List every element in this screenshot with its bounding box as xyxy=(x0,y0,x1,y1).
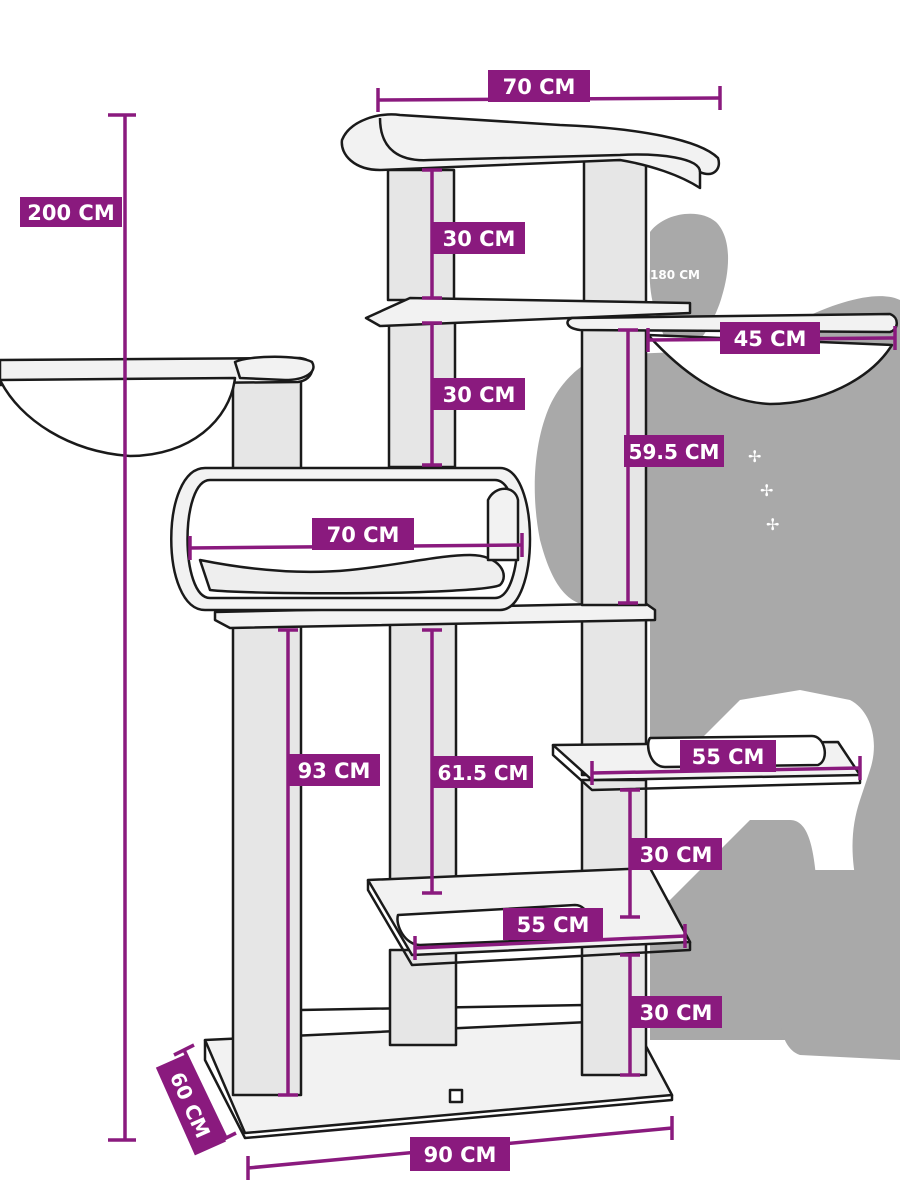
svg-text:61.5 CM: 61.5 CM xyxy=(438,761,529,785)
right-platform-edge xyxy=(551,745,862,792)
dimension-lines xyxy=(108,86,897,1180)
svg-text:45 CM: 45 CM xyxy=(734,327,807,351)
upper-right-post xyxy=(582,158,648,307)
svg-text:30 CM: 30 CM xyxy=(443,227,516,251)
sparkle-mark: ✢ xyxy=(748,449,761,466)
center-post xyxy=(388,613,458,892)
sparkle-mark: ✢ xyxy=(766,517,779,534)
left-basket-bowl xyxy=(0,376,237,458)
svg-text:30 CM: 30 CM xyxy=(640,1001,713,1025)
label-right-basket-width: 45 CM xyxy=(720,322,820,354)
silhouette-leg xyxy=(779,870,900,1060)
label-total-height: 200 CM xyxy=(20,197,122,227)
label-top-perch-width: 70 CM xyxy=(488,70,590,102)
label-right-tall-post: 59.5 CM xyxy=(624,435,724,467)
left-post xyxy=(231,613,303,1097)
label-right-lower-post-bottom: 30 CM xyxy=(630,996,722,1028)
label-base-width: 90 CM xyxy=(410,1137,510,1171)
label-base-depth: 60 CM xyxy=(155,1053,226,1156)
label-right-platform-width: 55 CM xyxy=(680,740,776,772)
label-upper-post-mid: 30 CM xyxy=(433,378,525,410)
top-perch-inner xyxy=(378,117,702,173)
label-lower-platform-width: 55 CM xyxy=(503,908,603,940)
label-left-post: 93 CM xyxy=(288,754,380,786)
upper-platform xyxy=(364,296,692,328)
cave-opening xyxy=(486,487,520,562)
dim-line-lower-platform xyxy=(414,934,686,950)
svg-text:30 CM: 30 CM xyxy=(443,383,516,407)
svg-text:55 CM: 55 CM xyxy=(692,745,765,769)
svg-text:70 CM: 70 CM xyxy=(503,75,576,99)
svg-text:70 CM: 70 CM xyxy=(327,523,400,547)
sparkle-mark: ✢ xyxy=(760,483,773,500)
label-cave-width: 70 CM xyxy=(312,518,414,550)
center-post-lower xyxy=(388,948,458,1047)
svg-text:59.5 CM: 59.5 CM xyxy=(629,440,720,464)
label-right-lower-post-upper: 30 CM xyxy=(630,838,722,870)
lower-platform-edge xyxy=(366,880,692,967)
right-basket-bowl xyxy=(646,333,894,406)
left-short-post xyxy=(231,368,303,472)
person-height-label: 180 CM xyxy=(650,268,700,282)
top-perch xyxy=(340,113,721,190)
svg-text:30 CM: 30 CM xyxy=(640,843,713,867)
cave-cushion xyxy=(198,553,505,595)
base-label-tag xyxy=(448,1088,464,1104)
label-center-post: 61.5 CM xyxy=(433,756,533,788)
svg-text:55 CM: 55 CM xyxy=(517,913,590,937)
dimension-labels: 200 CM 70 CM 30 CM 30 CM 45 CM 59.5 CM 7… xyxy=(20,70,820,1171)
label-upper-post-top: 30 CM xyxy=(433,222,525,254)
base-board-edge xyxy=(203,1040,674,1140)
svg-text:200 CM: 200 CM xyxy=(27,201,114,225)
left-basket-top xyxy=(233,355,315,382)
svg-text:93 CM: 93 CM xyxy=(298,759,371,783)
svg-text:90 CM: 90 CM xyxy=(424,1143,497,1167)
